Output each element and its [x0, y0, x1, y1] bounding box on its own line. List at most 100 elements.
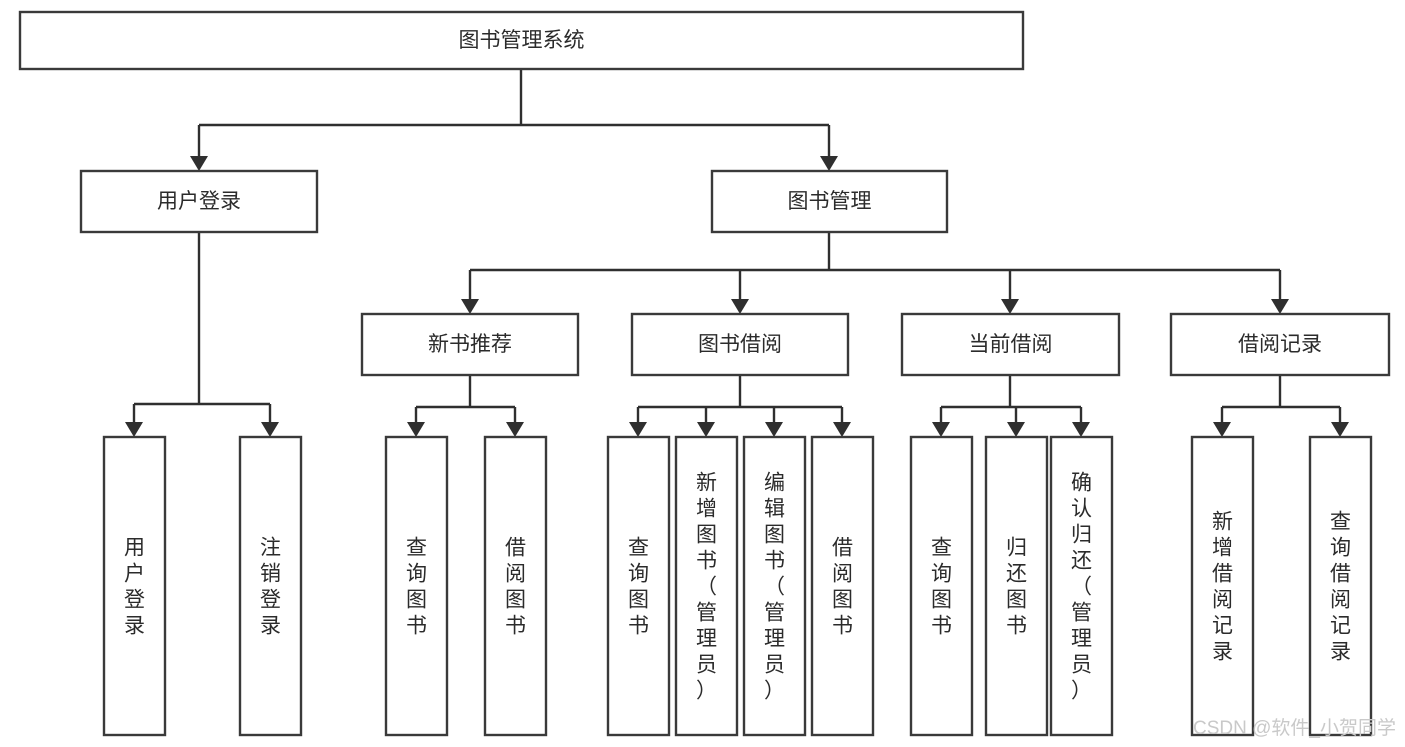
svg-text:查: 查	[1330, 510, 1351, 533]
svg-text:录: 录	[1212, 640, 1233, 663]
node-box[interactable]	[674, 435, 739, 737]
node-box[interactable]	[984, 435, 1049, 737]
node-box[interactable]	[742, 435, 807, 737]
svg-text:图: 图	[931, 588, 952, 611]
arrow-head-icon	[1001, 299, 1019, 314]
svg-text:记: 记	[1330, 614, 1351, 637]
svg-text:认: 认	[1071, 497, 1092, 520]
svg-text:询: 询	[931, 562, 952, 585]
node-box[interactable]	[1169, 312, 1391, 377]
node-box[interactable]	[810, 435, 875, 737]
svg-text:登: 登	[260, 588, 281, 611]
connector-group	[461, 232, 1289, 314]
node-box[interactable]	[384, 435, 449, 737]
node-box[interactable]	[900, 312, 1121, 377]
arrow-head-icon	[261, 422, 279, 437]
node-box[interactable]	[1049, 435, 1114, 737]
node-box[interactable]	[710, 169, 949, 234]
svg-text:（: （	[764, 575, 785, 598]
node-label: 新书推荐	[428, 333, 512, 356]
node-label: 图书借阅	[698, 333, 782, 356]
svg-text:管: 管	[696, 601, 717, 624]
node-label: 图书管理系统	[459, 29, 585, 52]
svg-text:查: 查	[406, 536, 427, 559]
svg-text:新: 新	[1212, 510, 1233, 533]
node-box[interactable]	[18, 10, 1025, 71]
arrow-head-icon	[629, 422, 647, 437]
connector-group	[1213, 375, 1349, 437]
svg-text:图: 图	[406, 588, 427, 611]
svg-text:员: 员	[1071, 653, 1092, 676]
svg-text:理: 理	[764, 627, 785, 650]
svg-text:辑: 辑	[764, 497, 785, 520]
svg-text:）: ）	[696, 679, 717, 702]
node-borrow-records[interactable]: 借阅记录	[1169, 312, 1391, 377]
node-box[interactable]	[630, 312, 850, 377]
svg-text:增: 增	[1212, 536, 1233, 559]
node-box[interactable]	[483, 435, 548, 737]
node-book-management[interactable]: 图书管理	[710, 169, 949, 234]
node-box[interactable]	[238, 435, 303, 737]
arrow-head-icon	[506, 422, 524, 437]
svg-text:图: 图	[628, 588, 649, 611]
svg-text:借: 借	[1212, 562, 1233, 585]
svg-text:书: 书	[505, 614, 526, 637]
node-label: 用户登录	[124, 536, 145, 637]
svg-text:查: 查	[931, 536, 952, 559]
arrow-head-icon	[731, 299, 749, 314]
svg-text:理: 理	[1071, 627, 1092, 650]
svg-text:借: 借	[1330, 562, 1351, 585]
svg-text:询: 询	[1330, 536, 1351, 559]
arrow-head-icon	[407, 422, 425, 437]
node-current-borrow[interactable]: 当前借阅	[900, 312, 1121, 377]
node-box[interactable]	[360, 312, 580, 377]
node-box[interactable]	[79, 169, 319, 234]
svg-text:员: 员	[696, 653, 717, 676]
svg-text:查: 查	[628, 536, 649, 559]
node-leaf-user-login[interactable]: 用户登录	[102, 435, 167, 737]
csdn-watermark: CSDN @软件_小贺同学	[1193, 717, 1396, 739]
node-root-图书管理系统[interactable]: 图书管理系统	[18, 10, 1025, 71]
svg-text:管: 管	[764, 601, 785, 624]
arrow-head-icon	[932, 422, 950, 437]
connector-group	[932, 375, 1090, 437]
node-new-book-recommend[interactable]: 新书推荐	[360, 312, 580, 377]
node-user-login[interactable]: 用户登录	[79, 169, 319, 234]
arrow-head-icon	[765, 422, 783, 437]
svg-text:阅: 阅	[1212, 588, 1233, 611]
svg-text:阅: 阅	[832, 562, 853, 585]
node-box[interactable]	[1308, 435, 1373, 737]
node-box[interactable]	[909, 435, 974, 737]
connector-group	[407, 375, 524, 437]
node-book-borrow[interactable]: 图书借阅	[630, 312, 850, 377]
node-box[interactable]	[102, 435, 167, 737]
arrow-head-icon	[833, 422, 851, 437]
svg-text:确: 确	[1071, 471, 1092, 494]
svg-text:编: 编	[764, 471, 785, 494]
svg-text:户: 户	[124, 562, 145, 585]
node-box[interactable]	[606, 435, 671, 737]
connector-group	[629, 375, 851, 437]
arrow-head-icon	[1271, 299, 1289, 314]
node-box[interactable]	[1190, 435, 1255, 737]
arrow-head-icon	[1007, 422, 1025, 437]
